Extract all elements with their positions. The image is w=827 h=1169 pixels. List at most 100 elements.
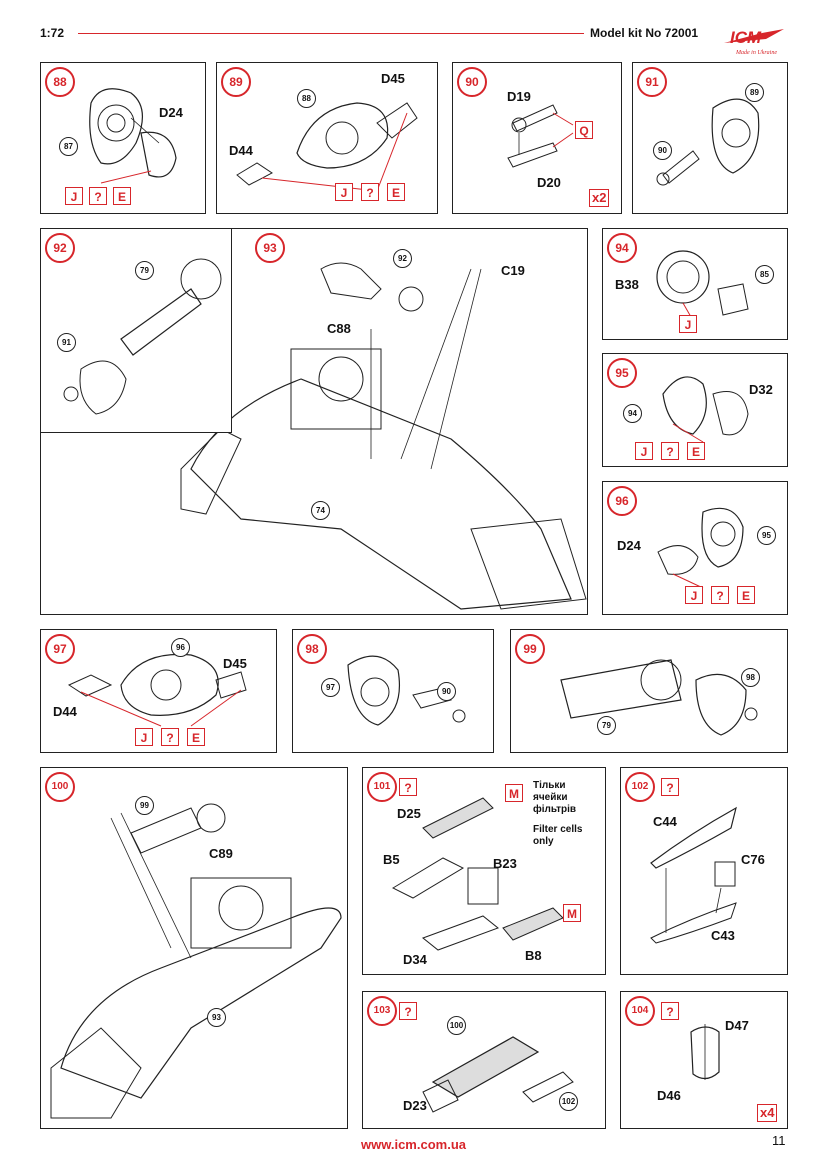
quantity-x4: x4	[757, 1104, 778, 1122]
symbol-j: J	[679, 315, 697, 333]
logo-text: ICM	[730, 28, 762, 47]
part-label-d24: D24	[617, 538, 641, 553]
ref-ring-94: 94	[623, 404, 642, 423]
ref-ring-98: 98	[741, 668, 760, 687]
step-88-number: 88	[45, 67, 75, 97]
step-100-number: 100	[45, 772, 75, 802]
symbol-question: ?	[661, 1002, 679, 1020]
step-96-panel: 96 D24 95 J ? E	[602, 481, 788, 615]
symbol-question: ?	[361, 183, 379, 201]
step-97-drawing	[67, 653, 247, 727]
step-103-number: 103	[367, 996, 397, 1026]
step-100-panel: 100 C89 99 93	[40, 767, 348, 1129]
part-label-b5: B5	[383, 852, 400, 867]
ref-ring-90: 90	[653, 141, 672, 160]
step-94-panel: 94 B38 85 J	[602, 228, 788, 340]
page-number: 11	[772, 1133, 786, 1148]
ref-ring-96: 96	[171, 638, 190, 657]
ref-ring-99: 99	[135, 796, 154, 815]
footer-url[interactable]: www.icm.com.ua	[361, 1137, 466, 1152]
part-label-d19: D19	[507, 89, 531, 104]
symbol-question: ?	[399, 1002, 417, 1020]
symbol-j: J	[65, 187, 83, 205]
step-97-number: 97	[45, 634, 75, 664]
step-90-panel: 90 D19 D20 Q x2	[452, 62, 622, 214]
step-99-drawing	[560, 659, 758, 736]
part-label-d46: D46	[657, 1088, 681, 1103]
step-89-panel: 89 D45 D44 88 J ? E	[216, 62, 438, 214]
step-101-panel: 101 ? M M Тільки ячейки фільтрів Filter …	[362, 767, 606, 975]
part-label-d20: D20	[537, 175, 561, 190]
ref-ring-79: 79	[135, 261, 154, 280]
symbol-question: ?	[399, 778, 417, 796]
symbol-e: E	[687, 442, 705, 460]
step-97-panel: 97 D45 D44 96 J ? E	[40, 629, 277, 753]
part-label-c88: C88	[327, 321, 351, 336]
part-label-c44: C44	[653, 814, 677, 829]
part-label-c76: C76	[741, 852, 765, 867]
step-99-number: 99	[515, 634, 545, 664]
step-100-drawing	[50, 803, 342, 1119]
part-label-b23: B23	[493, 856, 517, 871]
part-label-d44: D44	[229, 143, 253, 158]
symbol-j: J	[135, 728, 153, 746]
symbol-j: J	[635, 442, 653, 460]
part-label-d24: D24	[159, 105, 183, 120]
step-88-drawing	[89, 88, 177, 184]
ref-ring-79: 79	[597, 716, 616, 735]
step-91-panel: 91 89 90	[632, 62, 788, 214]
part-label-d23: D23	[403, 1098, 427, 1113]
symbol-e: E	[737, 586, 755, 604]
part-label-d45: D45	[223, 656, 247, 671]
ref-ring-90: 90	[437, 682, 456, 701]
ref-ring-95: 95	[757, 526, 776, 545]
kit-number: Model kit No 72001	[590, 26, 699, 40]
step-92-drawing	[63, 258, 222, 415]
ref-ring-91: 91	[57, 333, 76, 352]
part-label-d47: D47	[725, 1018, 749, 1033]
step-91-number: 91	[637, 67, 667, 97]
part-label-d44: D44	[53, 704, 77, 719]
ref-ring-87: 87	[59, 137, 78, 156]
ref-ring-85: 85	[755, 265, 774, 284]
part-label-d25: D25	[397, 806, 421, 821]
symbol-j: J	[335, 183, 353, 201]
step-95-number: 95	[607, 358, 637, 388]
part-label-d34: D34	[403, 952, 427, 967]
symbol-q: Q	[575, 121, 593, 139]
ref-ring-93: 93	[207, 1008, 226, 1027]
step-90-drawing	[507, 104, 574, 168]
icm-logo-mark: ICM Made in Ukraine	[724, 28, 784, 56]
step-98-panel: 98 97 90	[292, 629, 494, 753]
part-label-b38: B38	[615, 277, 639, 292]
step-95-panel: 95 D32 94 J ? E	[602, 353, 788, 467]
step-98-drawing	[347, 655, 466, 726]
ref-ring-97: 97	[321, 678, 340, 697]
step-92-panel: 92 79 91	[40, 228, 232, 433]
scale-label: 1:72	[40, 26, 65, 40]
step-91-drawing	[656, 98, 760, 186]
step-101-number: 101	[367, 772, 397, 802]
symbol-question: ?	[661, 442, 679, 460]
step-98-number: 98	[297, 634, 327, 664]
ref-ring-92: 92	[393, 249, 412, 268]
step-96-number: 96	[607, 486, 637, 516]
step-92-number: 92	[45, 233, 75, 263]
symbol-e: E	[187, 728, 205, 746]
part-label-c89: C89	[209, 846, 233, 861]
step-99-panel: 99 98 79	[510, 629, 788, 753]
ref-ring-102: 102	[559, 1092, 578, 1111]
step-89-drawing	[236, 102, 418, 192]
step-96-drawing	[657, 507, 744, 589]
symbol-m: M	[563, 904, 581, 922]
symbol-m: M	[505, 784, 523, 802]
step-102-panel: 102 ? C44 C76 C43	[620, 767, 788, 975]
part-label-d45: D45	[381, 71, 405, 86]
step-104-drawing	[690, 1024, 720, 1080]
step-94-drawing	[656, 250, 749, 318]
step-104-number: 104	[625, 996, 655, 1026]
ref-ring-100: 100	[447, 1016, 466, 1035]
step-103-panel: 103 ? D23 100 102	[362, 991, 606, 1129]
step-93-number: 93	[255, 233, 285, 263]
symbol-question: ?	[661, 778, 679, 796]
